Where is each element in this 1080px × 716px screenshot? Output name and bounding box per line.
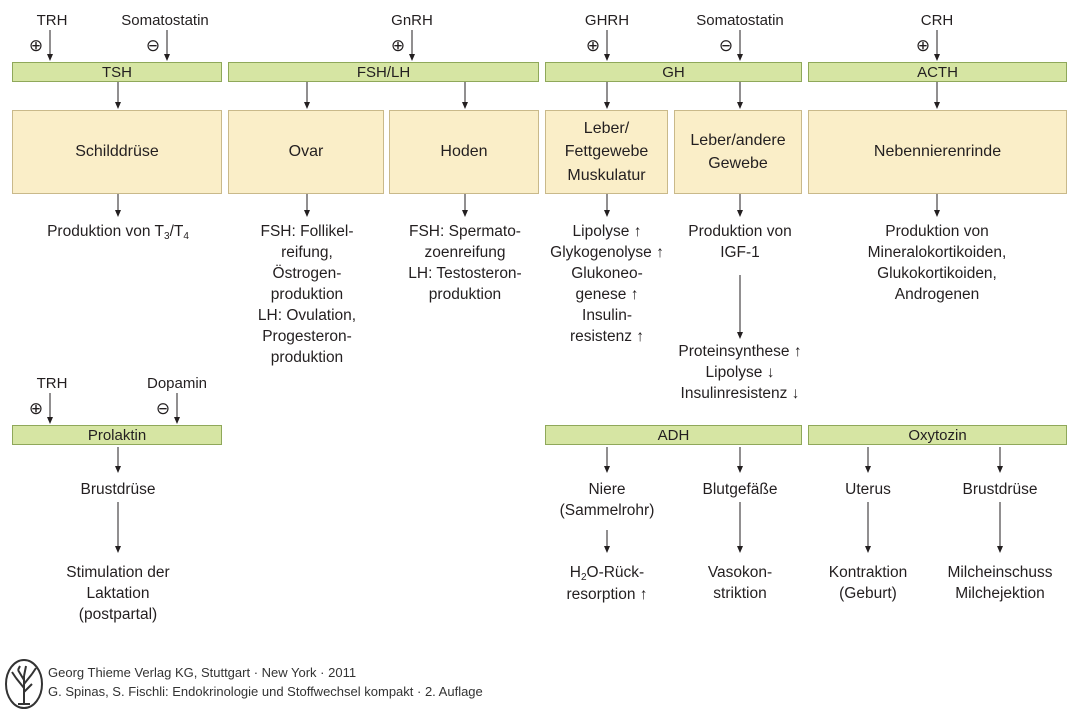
regulator-somatostatin-gh: Somatostatin xyxy=(696,12,784,29)
inhibition-minus-icon: ⊖ xyxy=(718,36,734,55)
stimulation-plus-icon: ⊕ xyxy=(28,36,44,55)
hormone-bar-adh: ADH xyxy=(545,425,802,445)
oxytozin-target-brustdruese: Brustdrüse xyxy=(962,481,1038,498)
adh-effect-blutgefaesse: Vasokon- striktion xyxy=(707,564,773,602)
regulator-dopamin: Dopamin xyxy=(146,375,208,392)
stimulation-plus-icon: ⊕ xyxy=(28,399,44,418)
regulator-somatostatin-tsh: Somatostatin xyxy=(121,12,209,29)
stimulation-plus-icon: ⊕ xyxy=(585,36,601,55)
regulator-ghrh: GHRH xyxy=(584,12,630,29)
stimulation-plus-icon: ⊕ xyxy=(915,36,931,55)
oxytozin-effect-uterus: Kontraktion (Geburt) xyxy=(828,564,908,602)
hormone-bar-tsh: TSH xyxy=(12,62,222,82)
effect-igf: Produktion von IGF-1 xyxy=(688,223,792,261)
hormone-bar-gh: GH xyxy=(545,62,802,82)
organ-schilddruese: Schilddrüse xyxy=(12,110,222,194)
effect-ovar: FSH: Follikel- reifung, Östrogen- produk… xyxy=(257,223,357,366)
adh-effect-niere: H2O-Rück-resorption ↑ xyxy=(566,564,648,603)
effect-tsh: Produktion von T3/T4 xyxy=(47,223,189,242)
effect-hoden: FSH: Spermato- zoenreifung LH: Testoster… xyxy=(408,223,522,303)
stimulation-plus-icon: ⊕ xyxy=(390,36,406,55)
organ-nebennierenrinde: Nebennierenrinde xyxy=(808,110,1067,194)
adh-target-blutgefaesse: Blutgefäße xyxy=(702,481,778,498)
effect-igf-effects: Proteinsynthese ↑ Lipolyse ↓ Insulinresi… xyxy=(678,343,802,402)
hormone-bar-prolaktin: Prolaktin xyxy=(12,425,222,445)
prolaktin-target: Brustdrüse xyxy=(80,481,156,498)
hormone-bar-oxytozin: Oxytozin xyxy=(808,425,1067,445)
organ-ovar: Ovar xyxy=(228,110,384,194)
inhibition-minus-icon: ⊖ xyxy=(145,36,161,55)
effect-gh-metabolic: Lipolyse ↑ Glykogenolyse ↑ Glukoneo- gen… xyxy=(550,223,664,345)
regulator-gnrh: GnRH xyxy=(391,12,433,29)
adh-target-niere: Niere (Sammelrohr) xyxy=(559,481,655,519)
regulator-trh: TRH xyxy=(36,12,68,29)
organ-leber-andere: Leber/andere Gewebe xyxy=(674,110,802,194)
oxytozin-target-uterus: Uterus xyxy=(845,481,891,498)
hormone-bar-acth: ACTH xyxy=(808,62,1067,82)
citation-line: G. Spinas, S. Fischli: Endokrinologie un… xyxy=(48,684,483,699)
organ-hoden: Hoden xyxy=(389,110,539,194)
publisher-line: Georg Thieme Verlag KG, Stuttgart · New … xyxy=(48,665,357,680)
hormone-bar-fsh-lh: FSH/LH xyxy=(228,62,539,82)
tree-logo-icon xyxy=(5,659,43,709)
oxytozin-effect-brustdruese: Milcheinschuss Milchejektion xyxy=(947,564,1053,602)
organ-leber-fettgewebe: Leber/ Fettgewebe Muskulatur xyxy=(545,110,668,194)
effect-acth: Produktion von Mineralokortikoiden, Gluk… xyxy=(867,223,1007,303)
prolaktin-effect: Stimulation der Laktation (postpartal) xyxy=(66,564,170,623)
regulator-crh: CRH xyxy=(920,12,954,29)
regulator-trh-prolaktin: TRH xyxy=(36,375,68,392)
inhibition-minus-icon: ⊖ xyxy=(155,399,171,418)
